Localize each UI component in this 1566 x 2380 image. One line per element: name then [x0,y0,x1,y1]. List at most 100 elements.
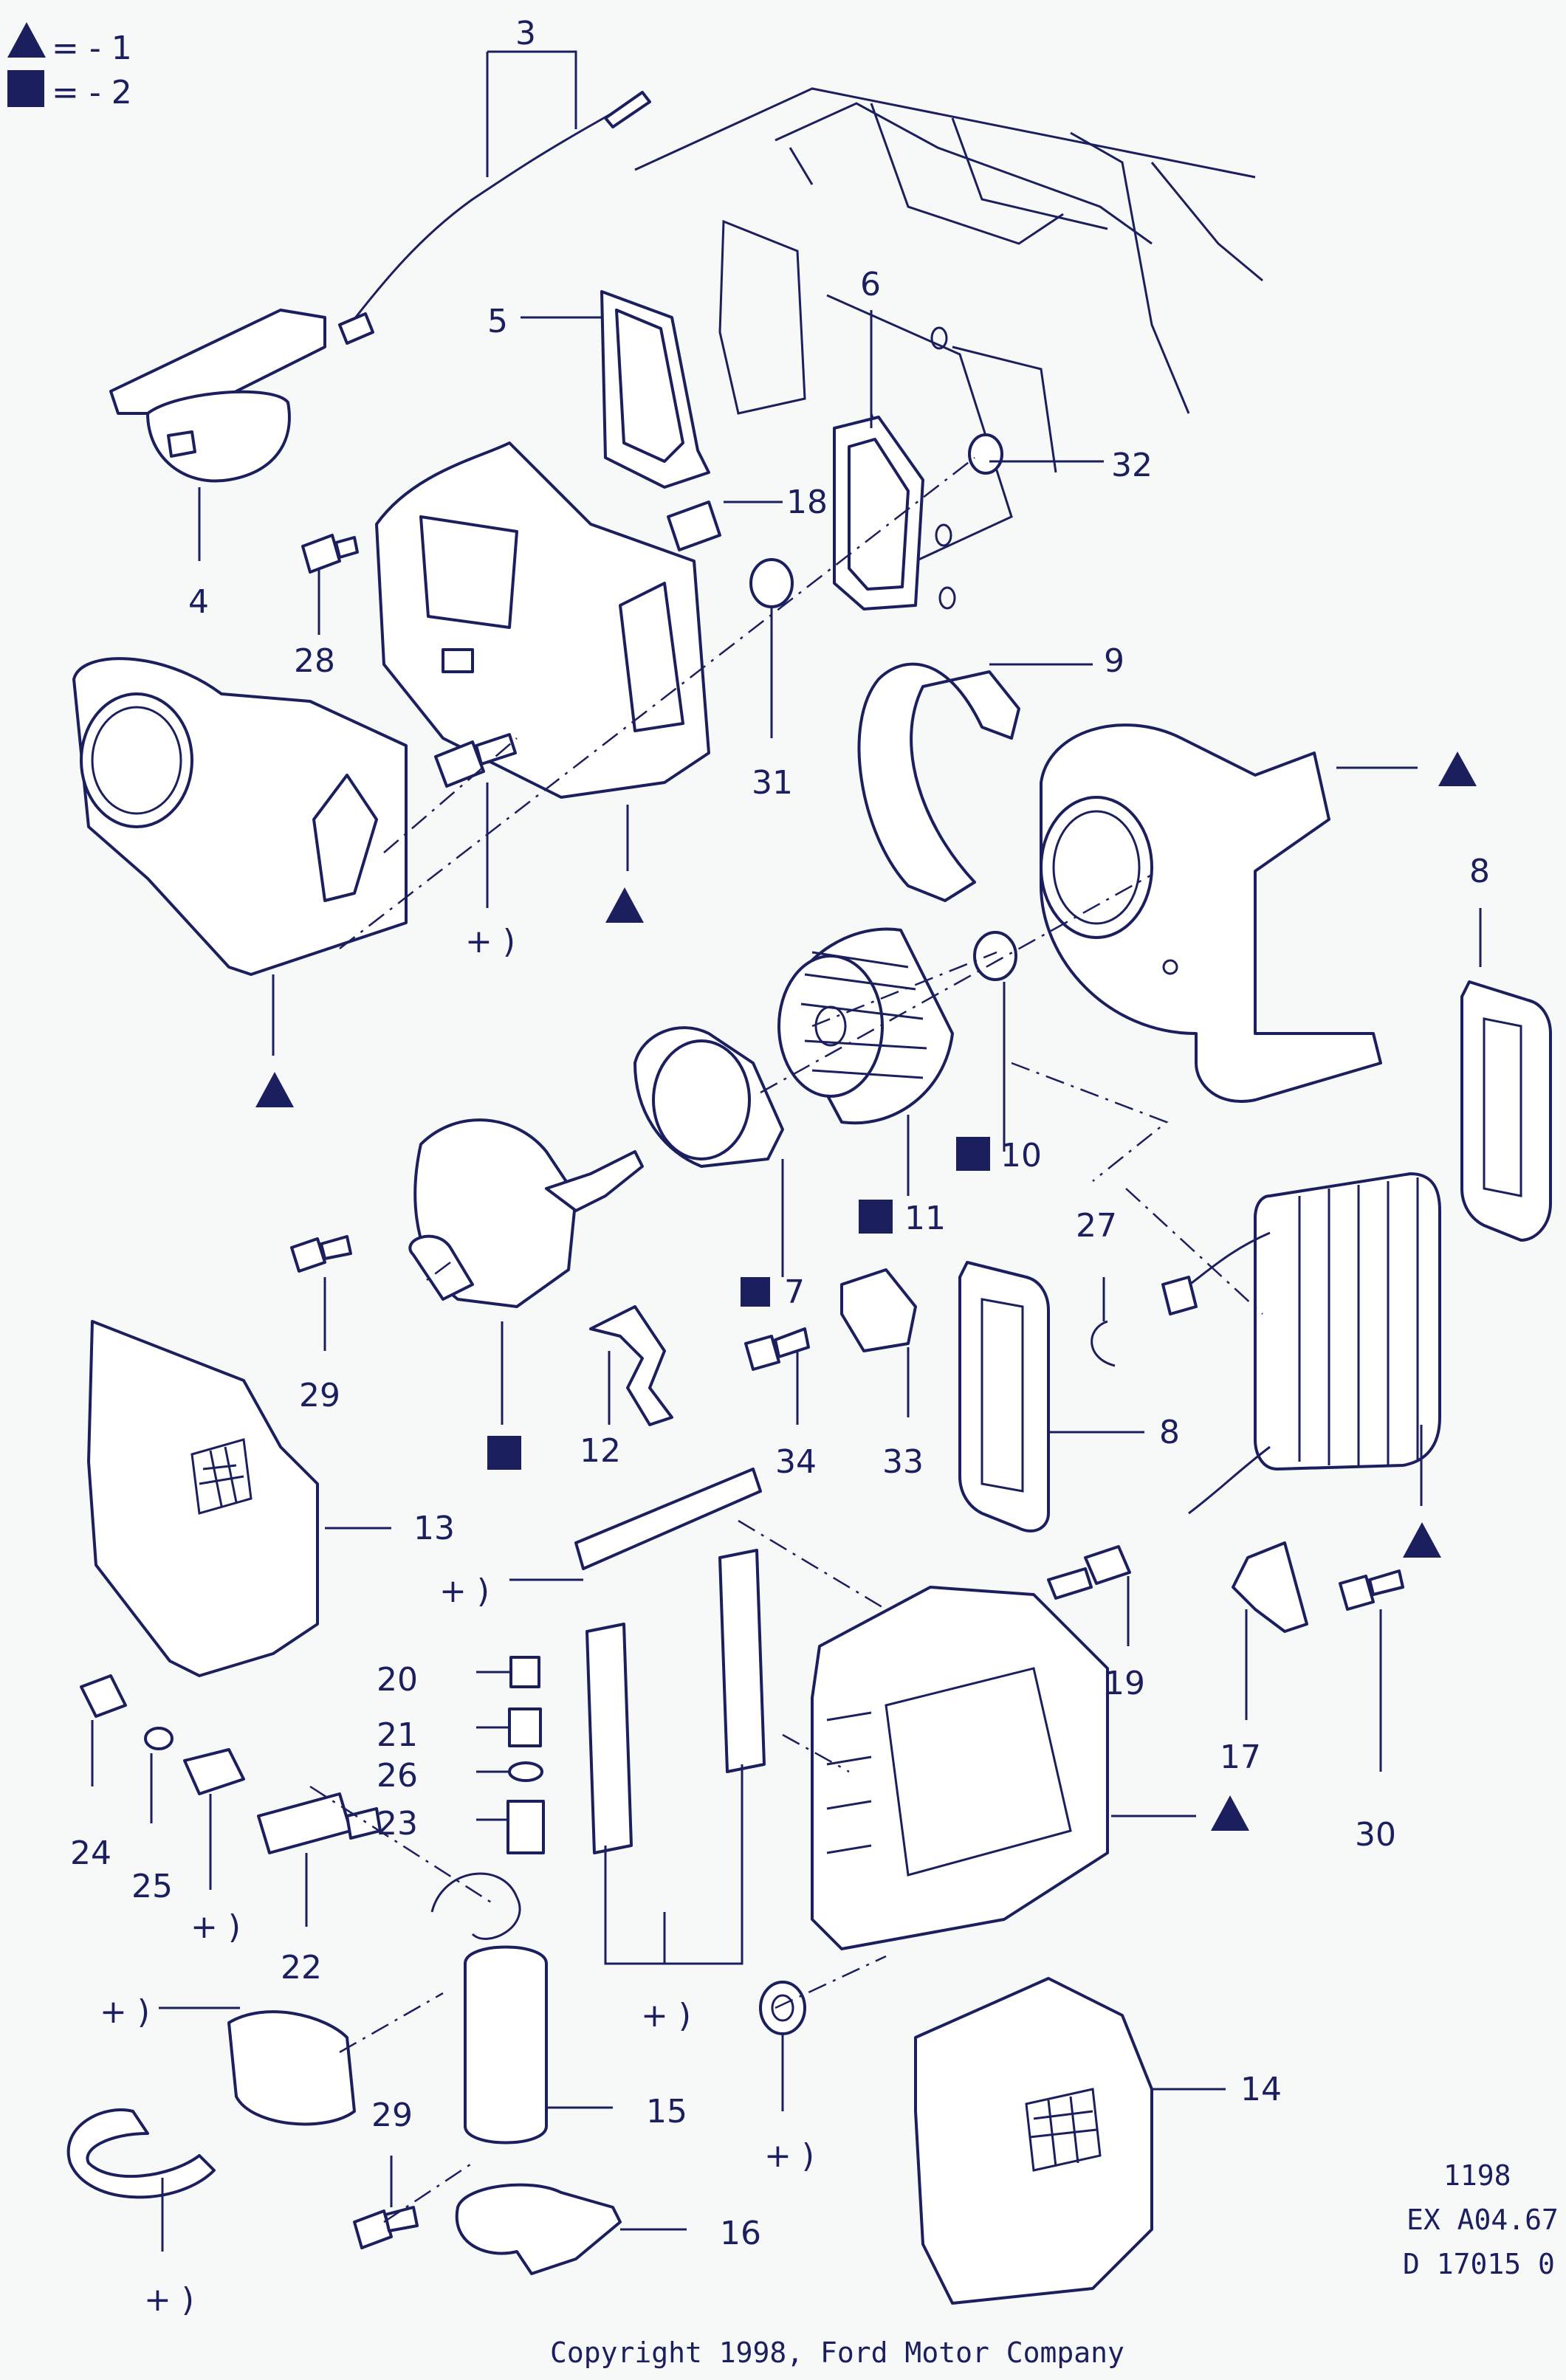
legend-triangle-icon [7,22,46,58]
filter-element-top [574,1468,762,1570]
tube-22 [257,1792,382,1854]
callout-8-lower: 8 [1159,1414,1180,1451]
clip-27 [1091,1320,1116,1367]
callout-9: 9 [1104,642,1124,680]
triangle-marker-tray [1211,1795,1249,1831]
callout-10: 10 [1000,1137,1042,1174]
leader-lines [91,50,1482,2252]
callout-14: 14 [1240,2071,1282,2108]
screw-29-upper [290,1235,352,1273]
seal-strip-9 [857,662,1020,902]
switch-plus [183,1748,245,1795]
screw-28 [301,534,359,574]
grommet-31 [749,558,794,608]
fitting-23 [506,1800,545,1854]
callout-27: 27 [1076,1207,1117,1245]
callout-30: 30 [1355,1816,1396,1854]
housing-upper [375,441,710,799]
callout-5: 5 [487,303,508,340]
legend-square-icon [7,70,44,107]
insulator-sleeve [227,2010,356,2126]
vehicle-body-outline [634,87,1263,610]
screw-30 [1339,1569,1404,1611]
callout-11: 11 [904,1200,946,1237]
filter-panel-14 [914,1977,1153,2305]
gasket-5 [600,290,710,489]
triangle-marker-cover-left [255,1072,294,1107]
square-marker-11 [859,1200,893,1234]
reference-code: EX A04.67 [1407,2204,1559,2236]
callout-33: 33 [882,1443,924,1481]
square-marker-10 [956,1137,990,1171]
clip-12 [589,1305,673,1426]
connector-18 [667,501,721,551]
nut-plus-lower [759,1981,806,2035]
assembly-lines [309,457,1263,2223]
callout-12: 12 [580,1432,621,1470]
housing-lower-left [72,657,408,976]
blower-motor [408,1118,644,1308]
triangle-marker-evaporator [1403,1522,1441,1558]
callout-34: 34 [775,1443,817,1481]
resistor-33 [840,1268,917,1352]
bracket-17 [1232,1541,1308,1633]
reference-number: D 17015 0 [1403,2248,1555,2280]
callout-4: 4 [188,583,209,621]
callout-13: 13 [413,1510,455,1547]
legend: = - 1 = - 2 [7,22,132,111]
callout-16: 16 [720,2215,761,2252]
callout-plus-5: + ) [100,1993,150,2031]
accumulator-15 [430,1872,548,2145]
gasket-6 [833,416,924,611]
callout-labels: 3 4 5 6 32 18 28 31 9 8 8 10 11 7 27 29 … [70,15,1490,2319]
legend-triangle-text: = - 1 [52,30,132,67]
callout-29-lower: 29 [371,2097,413,2134]
callout-23: 23 [377,1805,418,1843]
callout-21: 21 [377,1716,418,1754]
copyright-notice: Copyright 1998, Ford Motor Company [550,2336,1124,2369]
square-marker-motor [487,1436,521,1470]
o-ring-25 [144,1727,174,1750]
callout-18: 18 [786,484,828,521]
filter-panel-13 [87,1320,319,1677]
blower-housing [1040,723,1382,1103]
gasket-8-upper [1460,980,1552,1242]
clamp-strap [66,2108,216,2199]
evaporator-core [1161,1172,1441,1515]
switch-21 [508,1707,542,1747]
callout-31: 31 [752,764,793,802]
vacuum-actuator [109,91,651,483]
filter-element-tall-a [585,1623,633,1854]
blower-wheel-11 [777,927,954,1125]
callout-26: 26 [377,1757,418,1795]
filter-element-tall-b [718,1549,766,1773]
screw-34 [744,1327,810,1371]
callout-plus-3: + ) [190,1908,241,1946]
reference-date: 1198 [1443,2159,1511,2192]
reference-block: 1198 EX A04.67 D 17015 0 [1403,2159,1559,2280]
seal-10 [973,931,1017,981]
gasket-8-lower [958,1261,1050,1533]
callout-22: 22 [281,1949,322,1987]
valve-19 [1047,1545,1131,1600]
callout-6: 6 [860,266,881,303]
callout-24: 24 [70,1834,111,1872]
o-ring-26 [508,1761,543,1782]
square-marker-7 [741,1277,770,1307]
sensor-24 [80,1674,127,1718]
callout-17: 17 [1220,1738,1261,1776]
callout-28: 28 [294,642,335,680]
reference-markers [255,752,1477,1831]
callout-plus-4: + ) [641,1997,691,2035]
callout-plus-7: + ) [144,2281,194,2319]
callout-plus-2: + ) [439,1572,490,1610]
callout-29-upper: 29 [299,1377,340,1414]
grommet-32 [968,433,1003,475]
legend-square-text: = - 2 [52,74,132,111]
callout-7: 7 [784,1273,805,1311]
bracket-16 [455,2183,622,2275]
callout-25: 25 [131,1868,173,1905]
callout-15: 15 [646,2093,687,2130]
cap-20 [509,1656,540,1688]
